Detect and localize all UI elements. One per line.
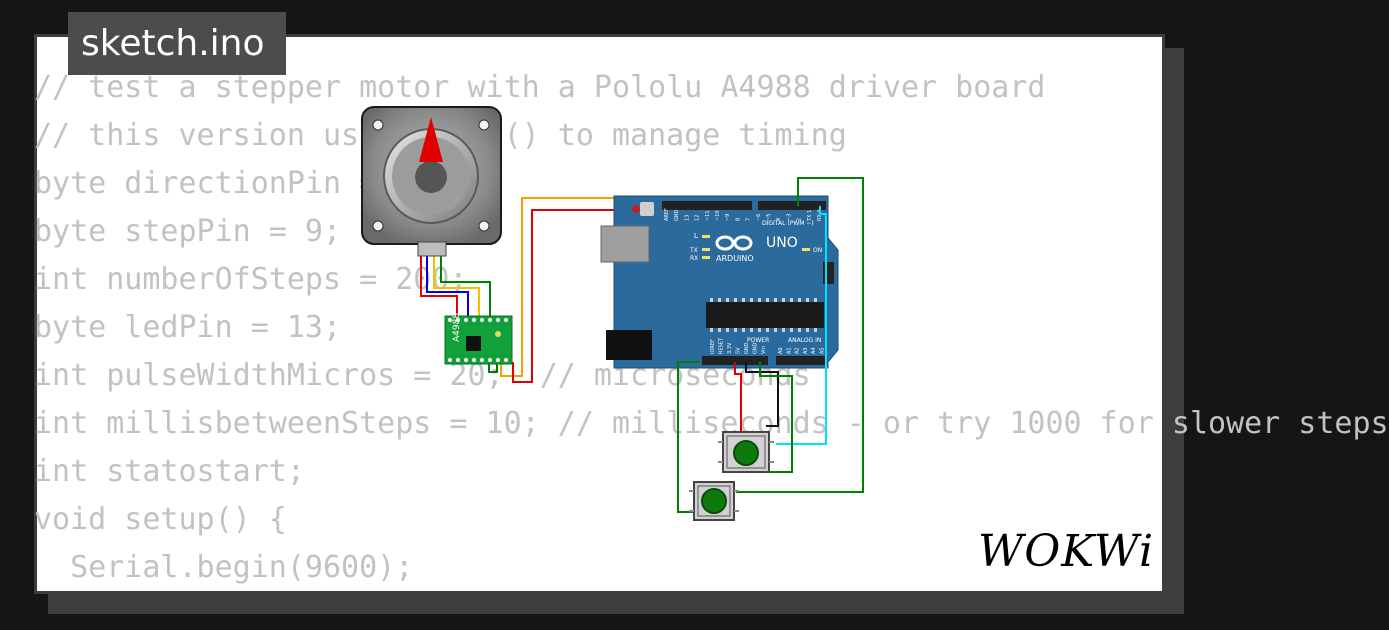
pin-label: A3 (803, 347, 809, 354)
pin-label: GND (753, 342, 759, 354)
power-jack (606, 330, 652, 360)
needle-icon (419, 117, 443, 162)
pin-label: 4 (776, 218, 782, 221)
pin-label: A1 (786, 347, 792, 354)
pin-label: RX 0 (817, 209, 823, 221)
motor-wires (420, 242, 491, 318)
microcontroller-chip (706, 302, 824, 328)
pin-label: AREF (664, 208, 670, 221)
analog-header (776, 356, 826, 365)
button-wires (677, 177, 864, 513)
pin-label: ~3 (786, 214, 792, 221)
a4988-driver[interactable]: A4988 (444, 313, 513, 365)
pin-label: 5V (736, 347, 742, 354)
pin-label: GND (744, 342, 750, 354)
board-model: UNO (766, 235, 798, 251)
led-tx-label: TX (689, 247, 698, 254)
pin-label: ~10 (715, 210, 721, 221)
pin-label: A5 (820, 347, 826, 354)
icsp-header (823, 262, 834, 284)
pin-label: 3.3V (727, 342, 733, 354)
circuit-diagram: A4988 DIGITAL (PWM ~) L TX RX ON UNO ARD… (361, 106, 864, 521)
power-label: POWER (747, 337, 769, 344)
arduino-uno[interactable]: DIGITAL (PWM ~) L TX RX ON UNO ARDUINO (600, 195, 839, 369)
digital-label: DIGITAL (PWM ~) (762, 220, 814, 227)
led-rx-label: RX (690, 255, 698, 262)
driver-label: A4988 (452, 313, 462, 342)
power-header (702, 356, 768, 365)
pushbutton-bottom[interactable] (689, 481, 739, 521)
pin-label: ~6 (756, 214, 762, 221)
arduino-logo-icon (715, 235, 753, 251)
code-line: Serial.begin(9600); (34, 550, 414, 585)
digital-header-left (662, 201, 752, 210)
pin-label: A2 (795, 347, 801, 354)
pushbutton-top[interactable] (718, 431, 774, 473)
code-line: int statostart; (34, 454, 305, 489)
wokwi-logo-text: WOKWi (978, 526, 1154, 577)
digital-header-right (758, 201, 826, 210)
led-l-label: L (694, 232, 698, 240)
pin-label: A4 (811, 347, 817, 354)
pin-label: IOREF (710, 339, 716, 354)
pin-label: A0 (778, 347, 784, 354)
pin-label: TX 1 (807, 210, 813, 222)
pin-label: 7 (746, 218, 752, 221)
filename-tab[interactable]: sketch.ino (68, 12, 286, 75)
pin-label: ~9 (725, 214, 731, 221)
pin-label: 2 (797, 218, 803, 221)
wokwi-logo[interactable]: WOKWi (972, 522, 1154, 582)
digital-pin-labels: AREF GND 13 12 ~11 ~10 ~9 8 7 ~6 ~5 4 ~3 2 TX 1 RX 0 (664, 208, 823, 222)
code-line: byte stepPin = 9; (34, 214, 342, 249)
code-line: void setup() { (34, 502, 287, 537)
usb-port (600, 225, 650, 263)
pin-label: ~5 (766, 214, 772, 221)
analog-label: ANALOG IN (788, 337, 821, 344)
preview-card (34, 34, 1165, 594)
board-brand: ARDUINO (716, 254, 754, 263)
pin-label: GND (674, 209, 680, 221)
pin-label: 8 (735, 218, 741, 221)
pin-label: Vin (761, 346, 767, 354)
reset-button[interactable] (640, 202, 654, 216)
stepper-motor[interactable] (361, 106, 502, 257)
pin-label: RESET (719, 337, 725, 354)
code-line: // test a stepper motor with a Pololu A4… (34, 70, 1046, 105)
led-on-label: ON (813, 247, 822, 254)
pin-label: ~11 (705, 210, 711, 221)
pin-label: 12 (695, 215, 701, 221)
pin-label: 13 (684, 215, 690, 221)
code-line: byte ledPin = 13; (34, 310, 342, 345)
